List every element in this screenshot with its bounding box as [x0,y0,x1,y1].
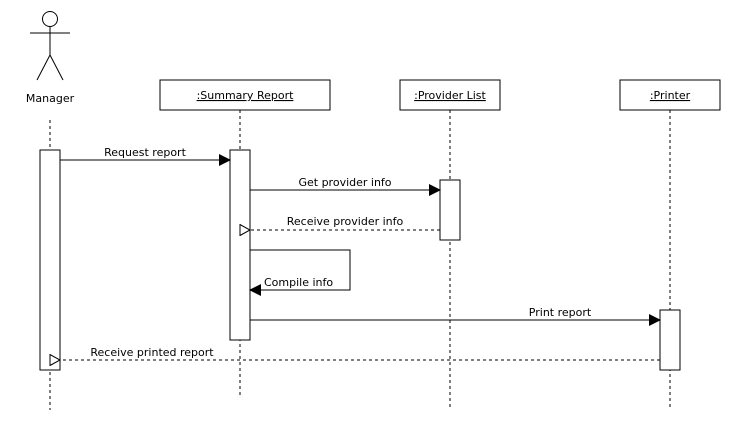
activation-printer [659,309,681,371]
message-label: Receive provider info [287,215,404,228]
participant-label: :Provider List [414,89,486,102]
actor-right-leg [49,54,64,81]
participant-box [399,79,501,111]
activation-summary-report [229,149,251,341]
participant-box [619,79,721,111]
participant-summary-report: :Summary Report [159,79,331,111]
message-receive-provider-info: Receive provider info [250,215,440,230]
message-label: Get provider info [298,176,391,189]
message-compile-info: Compile info [249,249,351,296]
actor-label: Manager [26,92,75,105]
activation-provider-list [439,179,461,241]
participant-printer: :Printer [619,79,721,111]
participant-label: :Printer [650,89,691,102]
actor-head [42,11,58,27]
message-receive-printed-report: Receive printed report [60,346,660,360]
participant-provider-list: :Provider List [399,79,501,111]
message-label: Compile info [264,276,333,289]
message-get-provider-info: Get provider info [250,176,441,196]
actor-manager: Manager [26,11,75,105]
actor-left-leg [36,54,51,81]
message-label: Request report [104,146,186,159]
message-arrow [249,249,351,296]
message-request-report: Request report [60,146,231,166]
message-label: Receive printed report [90,346,214,359]
message-label: Print report [529,306,592,319]
activation-manager [39,149,61,371]
participant-label: :Summary Report [197,89,295,102]
participant-box [159,79,331,111]
message-print-report: Print report [250,306,661,326]
